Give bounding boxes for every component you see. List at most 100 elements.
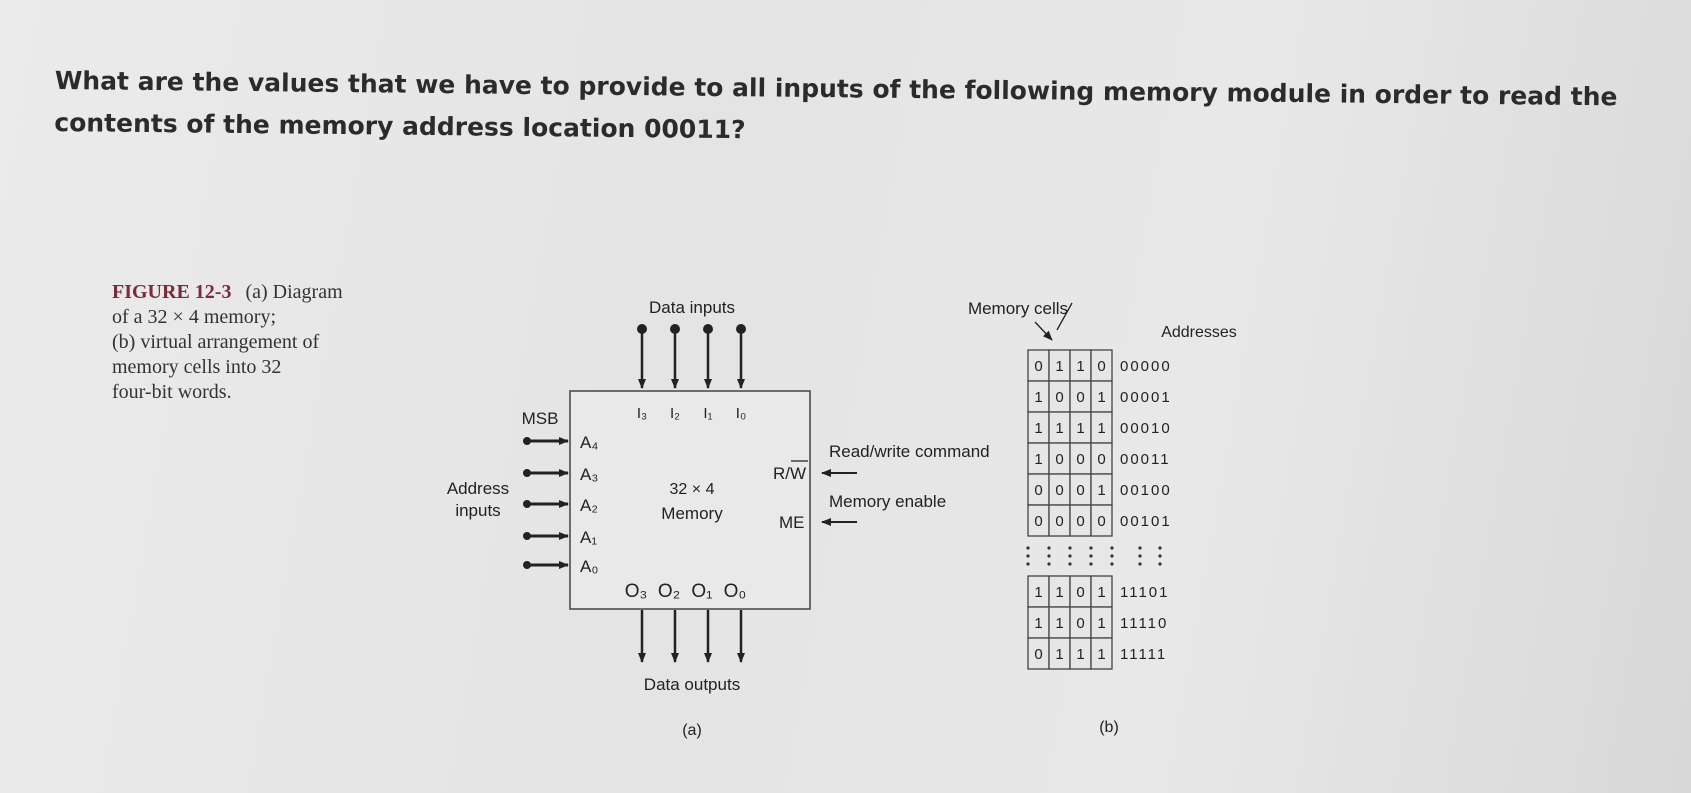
rw-pin-label: R/W xyxy=(773,464,806,483)
output-pin-o1: O₁ xyxy=(691,581,712,602)
ellipsis-dots xyxy=(1026,546,1162,566)
address-pin-a3: A₃ xyxy=(580,465,598,484)
ellipsis-dot xyxy=(1138,562,1142,566)
address-value: 00001 xyxy=(1120,389,1172,406)
address-pin-a1: A₁ xyxy=(580,528,597,547)
memory-cell-bit: 0 xyxy=(1076,584,1084,601)
caption-line: memory cells into 32 xyxy=(112,356,282,378)
memory-cell-bit: 1 xyxy=(1097,615,1105,632)
memory-cell-bit: 1 xyxy=(1034,420,1042,437)
memory-cell-bit: 1 xyxy=(1097,646,1105,663)
memory-cell-bit: 0 xyxy=(1097,451,1105,468)
memory-cell-bit: 0 xyxy=(1055,482,1063,499)
memory-cells-pointer-right xyxy=(1056,302,1073,331)
ellipsis-dot xyxy=(1158,562,1162,566)
memory-cell-bit: 0 xyxy=(1097,358,1105,375)
addresses-label: Addresses xyxy=(1161,324,1237,341)
address-input-arrows xyxy=(523,437,569,569)
ellipsis-dot xyxy=(1047,546,1051,550)
memory-cell-bit: 1 xyxy=(1097,584,1105,601)
address-value: 00101 xyxy=(1120,513,1172,530)
output-pin-o0: O₀ xyxy=(724,581,747,602)
caption-line: four-bit words. xyxy=(112,381,232,403)
caption-line: (b) virtual arrangement of xyxy=(112,331,320,353)
ellipsis-dot xyxy=(1110,546,1114,550)
caption-line: of a 32 × 4 memory; xyxy=(112,306,277,328)
memory-cell-bit: 0 xyxy=(1097,513,1105,530)
ellipsis-dot xyxy=(1110,554,1114,558)
input-pin-i3: I₃ xyxy=(637,405,647,422)
figure-caption: FIGURE 12-3 (a) Diagram of a 32 × 4 memor… xyxy=(112,280,432,405)
memory-cell-bit: 1 xyxy=(1055,615,1063,632)
ellipsis-dot xyxy=(1089,546,1093,550)
rw-command-label: Read/write command xyxy=(829,442,990,461)
memory-cell-bit: 1 xyxy=(1055,358,1063,375)
memory-chip-box xyxy=(569,390,811,610)
memory-cell xyxy=(1090,637,1113,670)
panel-a-label: (a) xyxy=(682,722,702,739)
ellipsis-dot xyxy=(1026,554,1030,558)
ellipsis-dot xyxy=(1138,554,1142,558)
ellipsis-dot xyxy=(1138,546,1142,550)
address-pin-a0: A₀ xyxy=(580,557,598,576)
memory-cell-bit: 1 xyxy=(1076,646,1084,663)
memory-cell-bit: 1 xyxy=(1055,420,1063,437)
memory-cell-bit: 0 xyxy=(1076,513,1084,530)
ellipsis-dot xyxy=(1089,554,1093,558)
memory-cell-bit: 0 xyxy=(1034,482,1042,499)
chip-size-label: 32 × 4 xyxy=(670,481,715,498)
ellipsis-dot xyxy=(1089,562,1093,566)
memory-cell-bit: 0 xyxy=(1055,389,1063,406)
memory-cell-bit: 0 xyxy=(1055,513,1063,530)
input-pin-i2: I₂ xyxy=(670,405,680,422)
memory-cell-bit: 1 xyxy=(1034,451,1042,468)
address-value: 11101 xyxy=(1120,584,1170,601)
address-value: 11111 xyxy=(1120,646,1167,663)
memory-cell-bit: 1 xyxy=(1034,584,1042,601)
ellipsis-dot xyxy=(1026,562,1030,566)
memory-cell-bit: 0 xyxy=(1076,389,1084,406)
memory-cell-bit: 0 xyxy=(1055,451,1063,468)
address-value: 11110 xyxy=(1120,615,1168,632)
data-input-lines xyxy=(637,324,746,389)
memory-cells-label: Memory cells xyxy=(968,299,1068,318)
panel-b-label: (b) xyxy=(1099,719,1119,736)
address-value: 00000 xyxy=(1120,358,1172,375)
data-output-lines xyxy=(638,610,745,663)
address-value: 00011 xyxy=(1120,451,1171,468)
ellipsis-dot xyxy=(1068,562,1072,566)
address-value: 00100 xyxy=(1120,482,1172,499)
memory-cell-bit: 1 xyxy=(1097,389,1105,406)
input-pin-i0: I₀ xyxy=(736,405,746,422)
msb-label: MSB xyxy=(522,409,559,428)
address-inputs-label: Address xyxy=(447,479,509,498)
ellipsis-dot xyxy=(1026,546,1030,550)
chip-name-label: Memory xyxy=(661,504,723,523)
memory-cell-bit: 0 xyxy=(1076,451,1084,468)
memory-cell-bit: 1 xyxy=(1034,389,1042,406)
memory-cell-bit: 1 xyxy=(1097,482,1105,499)
output-pin-o3: O₃ xyxy=(625,581,648,602)
memory-cell-bit: 0 xyxy=(1034,513,1042,530)
ellipsis-dot xyxy=(1158,554,1162,558)
address-pin-a4: A₄ xyxy=(580,433,598,452)
output-pin-o2: O₂ xyxy=(658,581,680,602)
ellipsis-dot xyxy=(1110,562,1114,566)
memory-cell-bit: 1 xyxy=(1055,646,1063,663)
memory-cell xyxy=(1090,504,1113,537)
figure-label: FIGURE 12-3 xyxy=(112,281,232,303)
caption-line: (a) Diagram xyxy=(245,281,343,303)
address-value: 00010 xyxy=(1120,420,1172,437)
memory-cell-bit: 1 xyxy=(1055,584,1063,601)
data-inputs-label: Data inputs xyxy=(649,298,735,317)
memory-cell-bit: 0 xyxy=(1034,646,1042,663)
memory-cell-bit: 1 xyxy=(1034,615,1042,632)
memory-cell-bit: 1 xyxy=(1076,420,1084,437)
memory-cell-bit: 1 xyxy=(1097,420,1105,437)
memory-enable-label: Memory enable xyxy=(829,492,946,511)
input-pin-i1: I₁ xyxy=(703,405,712,422)
memory-cell-bit: 1 xyxy=(1076,358,1084,375)
